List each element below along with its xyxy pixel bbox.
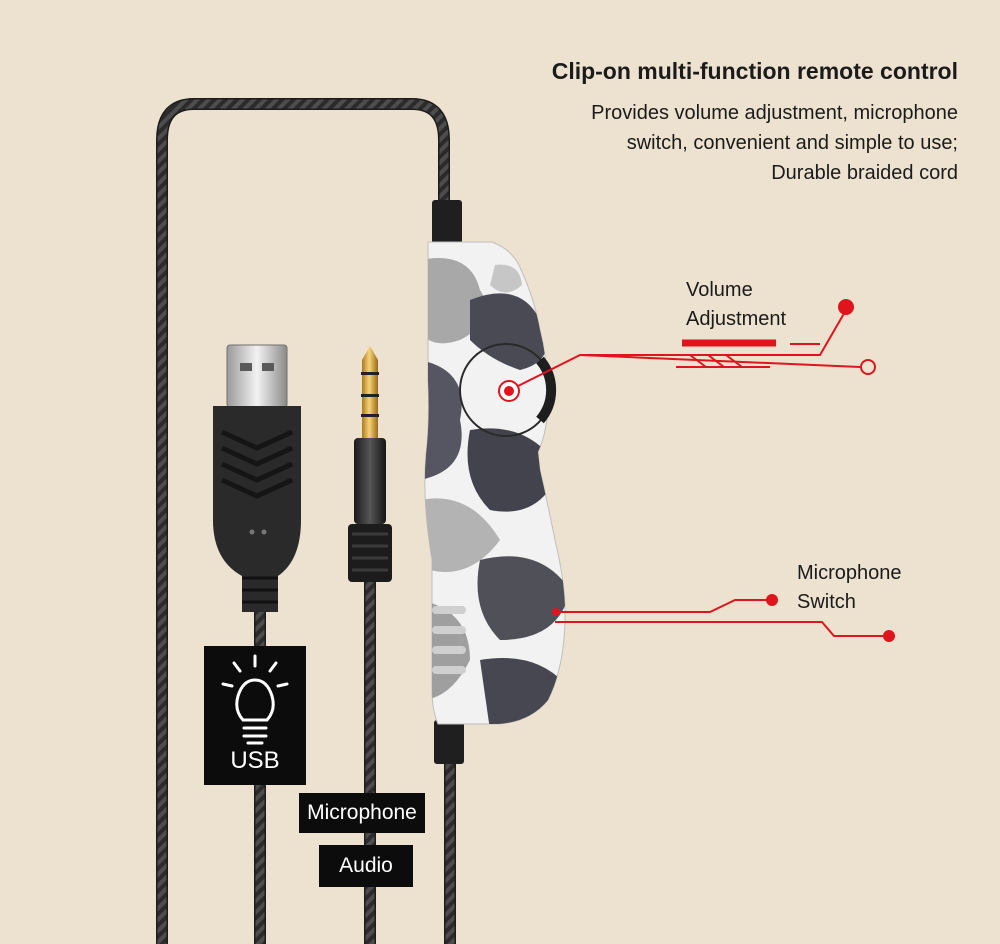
light-bulb-icon <box>221 654 289 745</box>
volume-marker-ring <box>860 359 876 375</box>
microphone-badge: Microphone <box>299 793 425 833</box>
page-title: Clip-on multi-function remote control <box>551 58 958 84</box>
remote-control <box>424 200 566 764</box>
label-line: Microphone <box>797 562 902 584</box>
feature-description: Provides volume adjustment, microphone s… <box>591 98 958 188</box>
mic-marker-dot-2 <box>883 630 895 642</box>
volume-callout-lines <box>498 309 861 402</box>
microphone-switch-label: Microphone Switch <box>797 559 902 617</box>
volume-adjustment-label: Volume Adjustment <box>686 276 786 334</box>
label-line: Volume <box>686 279 753 301</box>
mic-marker-dot-1 <box>766 594 778 606</box>
usb-badge: USB <box>204 646 306 785</box>
label-line: Adjustment <box>686 308 787 330</box>
mic-switch-marker <box>552 608 560 616</box>
mic-switch-callout-lines <box>555 599 888 637</box>
usb-label: USB <box>230 747 280 774</box>
audio-badge: Audio <box>319 845 413 887</box>
description-line: Durable braided cord <box>771 162 958 184</box>
audio-jack <box>348 346 392 582</box>
description-line: Provides volume adjustment, microphone <box>591 102 958 124</box>
label-line: Switch <box>797 591 856 613</box>
description-line: switch, convenient and simple to use; <box>626 132 958 154</box>
volume-marker-dot <box>838 299 854 315</box>
usb-plug <box>213 344 301 612</box>
